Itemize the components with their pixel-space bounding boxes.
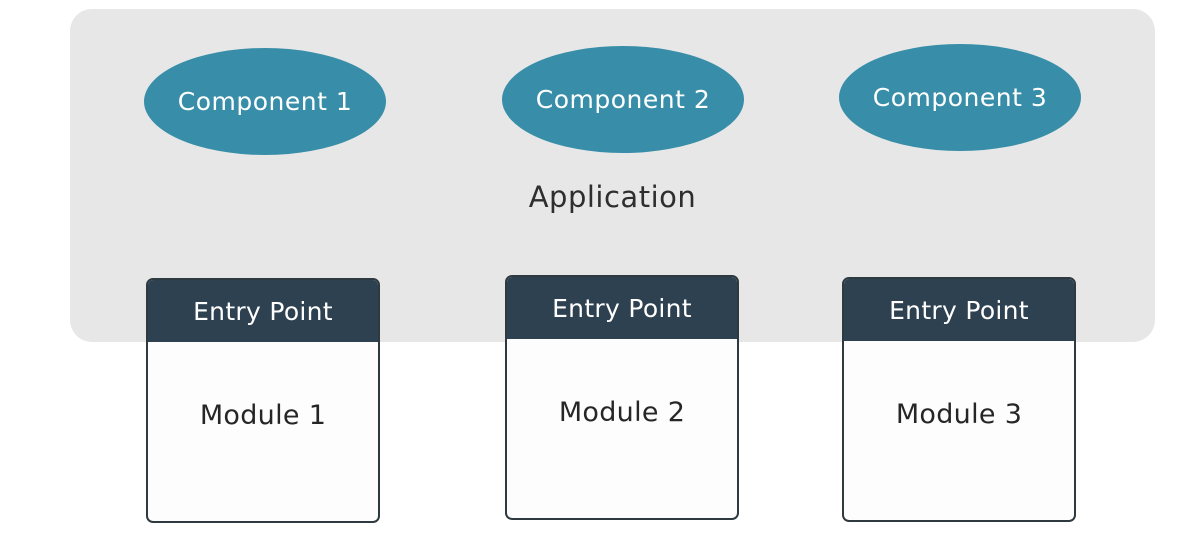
component-2-label: Component 2 — [535, 85, 711, 114]
component-3-label: Component 3 — [872, 83, 1048, 112]
component-1-label: Component 1 — [177, 87, 353, 116]
module-1-box: Entry Point Module 1 — [146, 278, 380, 523]
module-1-entry-point: Entry Point — [148, 280, 378, 342]
entry-point-label: Entry Point — [889, 295, 1029, 325]
module-3-label: Module 3 — [895, 399, 1023, 430]
module-2-label: Module 2 — [558, 397, 686, 428]
component-2-node: Component 2 — [502, 46, 744, 153]
module-2-entry-point: Entry Point — [507, 277, 737, 339]
module-2-box: Entry Point Module 2 — [505, 275, 739, 520]
module-1-label: Module 1 — [199, 400, 327, 431]
module-3-box: Entry Point Module 3 — [842, 277, 1076, 522]
module-3-entry-point: Entry Point — [844, 279, 1074, 341]
component-1-node: Component 1 — [144, 48, 386, 155]
entry-point-label: Entry Point — [193, 296, 333, 326]
application-label: Application — [528, 180, 697, 214]
component-3-node: Component 3 — [839, 44, 1081, 151]
entry-point-label: Entry Point — [552, 293, 692, 323]
